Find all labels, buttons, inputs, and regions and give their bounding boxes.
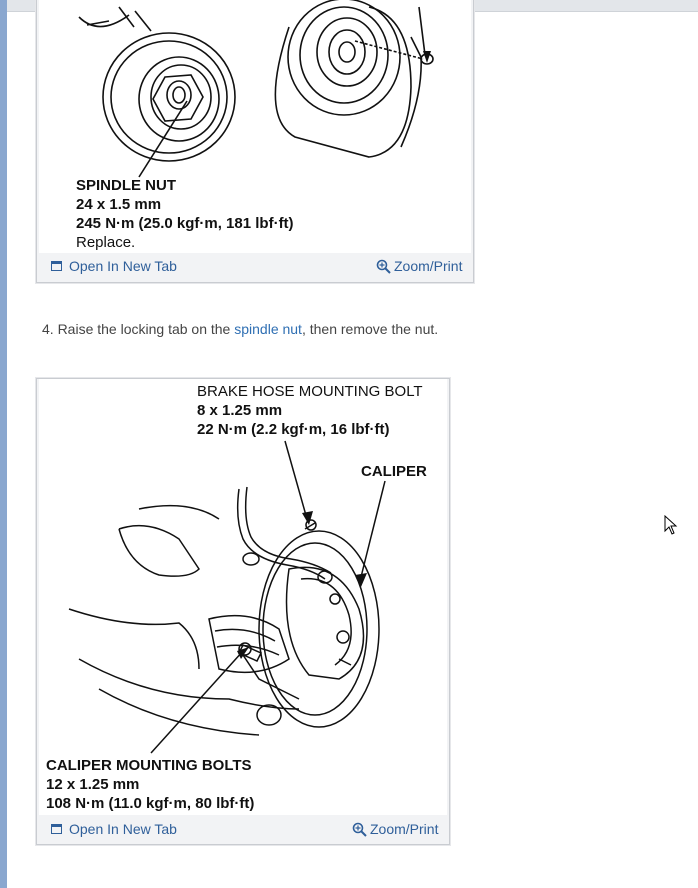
- spindle-nut-size: 24 x 1.5 mm: [76, 196, 162, 213]
- step-4-suffix: , then remove the nut.: [301, 321, 439, 337]
- zoom-print-label: Zoom/Print: [370, 821, 439, 837]
- figure-caliper: BRAKE HOSE MOUNTING BOLT 8 x 1.25 mm 22 …: [36, 378, 450, 845]
- left-rail: [0, 0, 7, 888]
- open-in-new-tab-label: Open In New Tab: [69, 821, 177, 837]
- figure-spindle-nut: SPINDLE NUT 24 x 1.5 mm 245 N·m (25.0 kg…: [36, 0, 474, 283]
- step-4-prefix: 4. Raise the locking tab on the: [42, 321, 235, 337]
- zoom-icon: [376, 259, 391, 274]
- spindle-nut-link[interactable]: spindle nut: [234, 321, 302, 337]
- zoom-print-link[interactable]: Zoom/Print: [352, 821, 438, 837]
- figure-footer: Open In New Tab Zoom/Print: [37, 817, 449, 843]
- open-in-new-tab-label: Open In New Tab: [69, 258, 177, 274]
- step-4-instruction: 4. Raise the locking tab on the spindle …: [42, 321, 438, 337]
- caliper-bolts-title: CALIPER MOUNTING BOLTS: [46, 757, 252, 774]
- spindle-nut-note: Replace.: [76, 234, 136, 251]
- caliper-drawing: [68, 440, 386, 754]
- zoom-print-label: Zoom/Print: [394, 258, 463, 274]
- caliper-illustration[interactable]: BRAKE HOSE MOUNTING BOLT 8 x 1.25 mm 22 …: [39, 379, 447, 815]
- caliper-label: CALIPER: [361, 463, 427, 480]
- spindle-nut-drawing: [78, 0, 434, 178]
- open-in-new-tab-link[interactable]: Open In New Tab: [51, 258, 177, 274]
- spindle-nut-illustration[interactable]: SPINDLE NUT 24 x 1.5 mm 245 N·m (25.0 kg…: [39, 0, 471, 253]
- zoom-icon: [352, 822, 367, 837]
- brake-hose-title: BRAKE HOSE MOUNTING BOLT: [197, 383, 423, 400]
- mouse-cursor-icon: [664, 515, 678, 535]
- zoom-print-link[interactable]: Zoom/Print: [376, 258, 462, 274]
- caliper-bolts-torque: 108 N·m (11.0 kgf·m, 80 lbf·ft): [46, 795, 255, 812]
- spindle-nut-title: SPINDLE NUT: [76, 177, 177, 194]
- brake-hose-torque: 22 N·m (2.2 kgf·m, 16 lbf·ft): [197, 421, 390, 438]
- new-tab-icon: [51, 261, 62, 271]
- spindle-nut-torque: 245 N·m (25.0 kgf·m, 181 lbf·ft): [76, 215, 294, 232]
- open-in-new-tab-link[interactable]: Open In New Tab: [51, 821, 177, 837]
- caliper-bolts-size: 12 x 1.25 mm: [46, 776, 140, 793]
- figure-footer: Open In New Tab Zoom/Print: [37, 254, 473, 280]
- new-tab-icon: [51, 824, 62, 834]
- brake-hose-size: 8 x 1.25 mm: [197, 402, 283, 419]
